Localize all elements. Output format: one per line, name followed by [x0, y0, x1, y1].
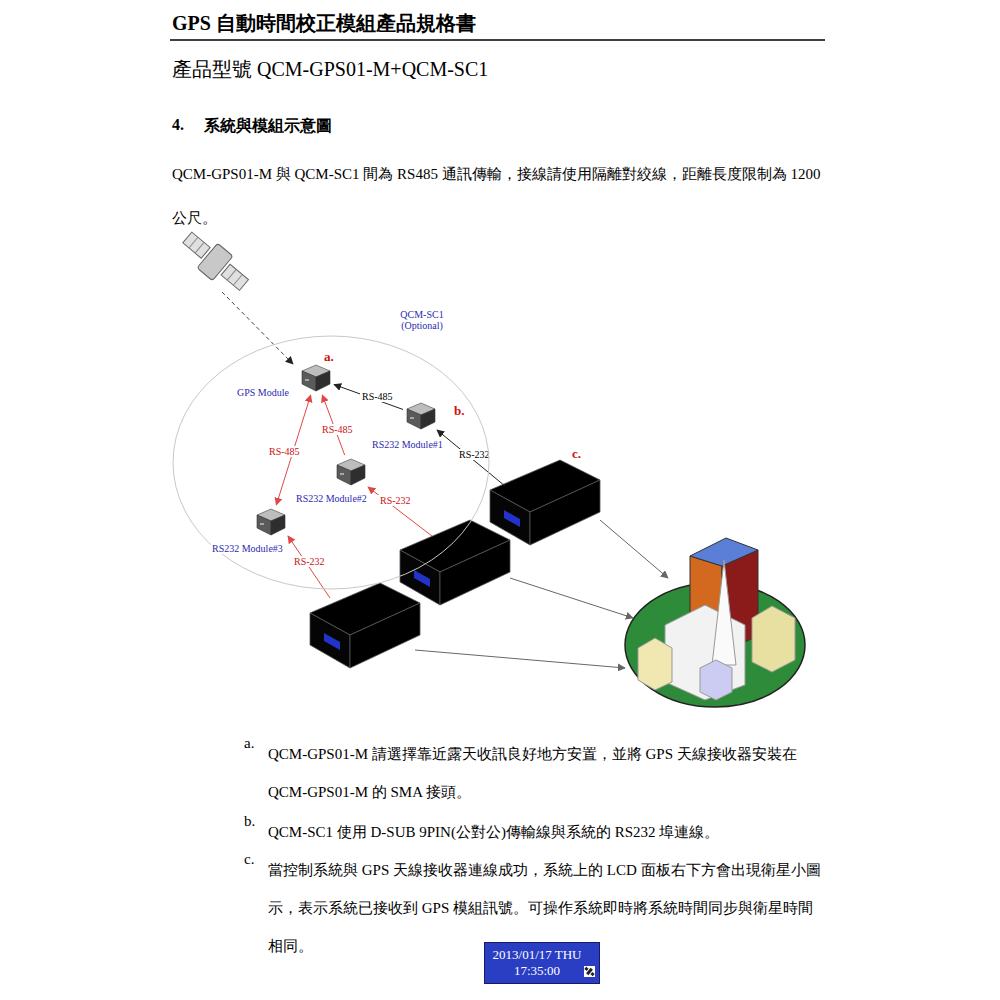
lcd-time: 2013/01/17 THU 17:35:00: [491, 947, 583, 979]
rs232-module: RS232 Module#1: [405, 401, 437, 431]
page-title: GPS 自動時間校正模組產品規格書: [172, 10, 476, 37]
system-box: [490, 460, 600, 545]
signal-name: RS-232: [378, 495, 413, 506]
edge-label: RS-485: [320, 424, 355, 435]
module-icon: [255, 507, 287, 537]
module-icon: [300, 363, 332, 393]
list-item: QCM-SC1 使用 D-SUB 9PIN(公對公)傳輸線與系統的 RS232 …: [268, 813, 828, 851]
signal-name: RS-232: [292, 556, 327, 567]
satellite-icon: [176, 226, 253, 298]
edge-label: RS-485: [267, 446, 302, 457]
callout-letter: b.: [454, 403, 464, 419]
lcd-display: 2013/01/17 THU 17:35:00: [484, 942, 600, 984]
satellite-mini-icon: [584, 966, 595, 977]
edge-label: RS-485: [360, 391, 395, 402]
system-arrow: [415, 650, 625, 668]
rs232-wire: [437, 430, 505, 486]
list-marker: a.: [244, 735, 254, 752]
city-illustration: [625, 538, 805, 707]
list-item: QCM-GPS01-M 請選擇靠近露天收訊良好地方安置，並將 GPS 天線接收器…: [268, 735, 828, 811]
body-paragraph: QCM-GPS01-M 與 QCM-SC1 間為 RS485 通訊傳輸，接線請使…: [172, 152, 822, 240]
callout-letter: c.: [572, 446, 581, 462]
module-label: GPS Module: [236, 387, 290, 398]
signal-line: [222, 292, 293, 364]
module-label: RS232 Module#2: [295, 493, 368, 504]
model-number: 產品型號 QCM-GPS01-M+QCM-SC1: [172, 56, 488, 83]
title-rule: [170, 39, 825, 41]
gps-module: GPS Module: [300, 363, 332, 393]
module-label: RS232 Module#3: [211, 543, 284, 554]
module-label: RS232 Module#1: [371, 439, 444, 450]
rs232-wire: [368, 487, 432, 536]
region-label: QCM-SC1 (Optional): [390, 309, 454, 331]
rs232-module: RS232 Module#3: [255, 507, 287, 537]
callout-letter: a.: [324, 349, 334, 365]
section-heading: 系統與模組示意圖: [204, 116, 332, 137]
rs232-module: RS232 Module#2: [335, 457, 367, 487]
list-marker: b.: [244, 813, 255, 830]
signal-name: RS-232: [457, 449, 492, 460]
list-marker: c.: [244, 851, 254, 868]
optional-region: QCM-SC1 (Optional)GPS ModuleRS232 Module…: [172, 335, 490, 590]
module-icon: [405, 401, 437, 431]
section-number: 4.: [172, 116, 184, 134]
system-arrow: [510, 578, 633, 618]
system-box: [310, 583, 420, 668]
rs485-link: [334, 385, 403, 410]
module-icon: [335, 457, 367, 487]
system-box: [400, 520, 510, 605]
system-arrow: [600, 520, 668, 578]
